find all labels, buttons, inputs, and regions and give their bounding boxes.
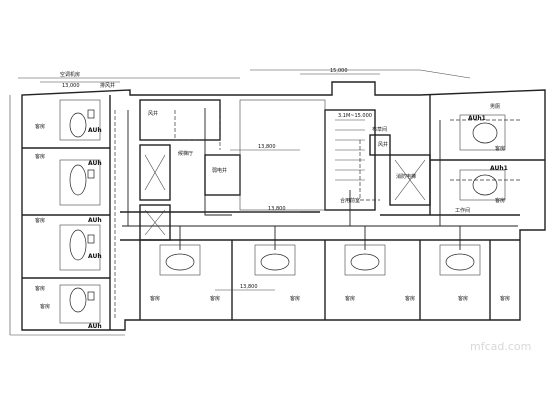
hvac-piping (114, 100, 520, 320)
shaft-label-left: 风井 (148, 110, 158, 117)
unit-label-3: AUh (88, 217, 102, 224)
room-label-4: 客房 (35, 285, 45, 292)
watermark: mfcad.com (470, 340, 531, 353)
dim-mid-label-2: 13,800 (268, 206, 286, 212)
room-label-1: 客房 (35, 123, 45, 130)
shaft-top-left-label: 排风井 (100, 82, 115, 89)
room-label-b3: 客房 (290, 295, 300, 302)
corridor (120, 211, 520, 241)
room-label-2: 客房 (35, 153, 45, 160)
unit-ah1-label-2: AUh1 (490, 165, 508, 172)
room-label-b4: 客房 (345, 295, 355, 302)
fire-lift-label: 消防电梯 (396, 173, 416, 180)
staff-label: 工作间 (455, 207, 470, 214)
room-label-b5: 客房 (405, 295, 415, 302)
ele-shaft-label: 弱电井 (212, 167, 227, 174)
room-label-3: 客房 (35, 217, 45, 224)
bottom-room-walls (139, 240, 491, 320)
dim-bottom-label: 13,800 (240, 284, 258, 290)
room-label-5: 客房 (40, 303, 50, 310)
room-label-right-2: 客房 (495, 197, 505, 204)
unit-label-4: AUh (88, 253, 102, 260)
ac-room-label: 空调机房 (60, 71, 80, 78)
right-note-label: 男厕 (490, 104, 500, 110)
unit-ah1-label-1: AUh1 (468, 115, 486, 122)
stair-dim-label: 3.1M~15.000 (338, 113, 372, 119)
service-lift-lobby-label: 合用前室 (340, 197, 360, 204)
room-label-b7: 客房 (500, 295, 510, 302)
room-label-right-1: 客房 (495, 145, 505, 152)
elevator-hall-label: 候梯厅 (178, 150, 193, 157)
room-label-b6: 客房 (458, 295, 468, 302)
dim-mid-label: 13,800 (258, 144, 276, 150)
width-top-label: 13,000 (62, 83, 80, 89)
right-room-walls (429, 95, 545, 215)
unit-label-5: AUh (88, 323, 102, 330)
building-outline (9, 69, 546, 336)
room-label-b2: 客房 (210, 295, 220, 302)
dimension-lines (40, 73, 380, 291)
dim-top-right-label: 15,000 (330, 68, 348, 74)
shaft-label-right: 风井 (378, 141, 388, 148)
lobby-area (239, 99, 326, 211)
room-label-b1: 客房 (150, 295, 160, 302)
unit-label-1: AUh (88, 127, 102, 134)
housekeeping-label: 布草间 (372, 126, 387, 133)
left-room-walls (22, 95, 111, 330)
core-walls (139, 99, 431, 241)
unit-label-2: AUh (88, 160, 102, 167)
